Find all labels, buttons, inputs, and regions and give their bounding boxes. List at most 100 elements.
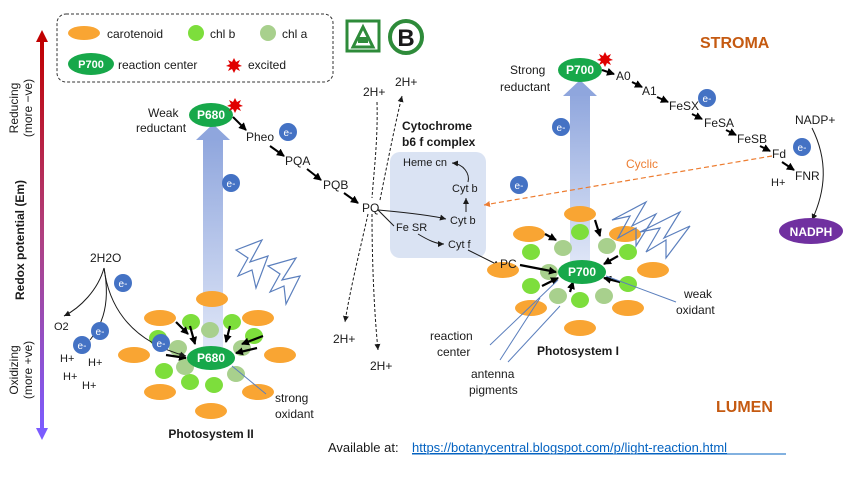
chl-a xyxy=(201,322,219,338)
chl-a xyxy=(598,238,616,254)
carotenoid xyxy=(564,320,596,336)
chl-b xyxy=(571,292,589,308)
redox-oxidizing-sub: (more +ve) xyxy=(21,341,35,399)
redox-axis-bar xyxy=(40,40,44,430)
ps1-weak-oxidant-2: oxidant xyxy=(676,303,715,317)
carotenoid xyxy=(144,384,176,400)
ps1-excitation-arrow-icon xyxy=(563,80,597,96)
legend-excited-star-icon xyxy=(226,58,242,73)
electron-icon: e- xyxy=(552,118,570,136)
electron-icon: e- xyxy=(279,123,297,141)
electron-icon: e- xyxy=(114,274,132,292)
ps2-weak-reductant-2: reductant xyxy=(136,121,187,135)
ps2-energy-transfer-arrows xyxy=(165,321,264,361)
stroma-label: STROMA xyxy=(700,35,770,52)
ps2-water-label: 2H2O xyxy=(90,251,121,265)
nadp-reduction-path xyxy=(811,127,824,221)
pc-label: PC xyxy=(500,257,517,271)
carotenoid xyxy=(637,262,669,278)
ps1-antenna-pointer xyxy=(507,305,561,363)
redox-reducing-label: Reducing xyxy=(7,83,21,134)
fesx-label: FeSX xyxy=(669,99,699,113)
fesb-label: FeSB xyxy=(737,132,767,146)
pqa-label: PQA xyxy=(285,154,310,168)
ps1-top-rc-label: P700 xyxy=(566,63,594,77)
redox-axis-arrow-up-icon xyxy=(36,30,48,42)
cyt-b-bottom-label: Cyt b xyxy=(450,215,476,227)
carotenoid xyxy=(487,262,519,278)
cytochrome-b6f-complex: Cytochrome b6 f complex Heme cn Cyt b Cy… xyxy=(377,119,501,267)
ps1-antenna-label-2: pigments xyxy=(469,383,518,397)
legend: carotenoid chl b chl a P700 reaction cen… xyxy=(56,13,334,83)
ps2-strong-oxidant-pointer xyxy=(231,365,267,395)
chl-b xyxy=(181,374,199,390)
electron-icon: e- xyxy=(698,89,716,107)
legend-p700-text: P700 xyxy=(78,59,104,71)
carotenoid xyxy=(564,206,596,222)
svg-text:e-: e- xyxy=(515,181,524,192)
legend-chl-a-swatch xyxy=(260,25,276,41)
chl-b xyxy=(205,377,223,393)
ps1-excited-star-icon xyxy=(597,52,613,67)
nadph-label: NADPH xyxy=(790,225,833,239)
electron-transport-chain: Pheo PQA PQB PQ 2H+ 2H+ 2H+ 2H+ xyxy=(232,75,417,373)
heme-label: Heme cn xyxy=(403,157,447,169)
redox-potential-label: Redox potential (Em) xyxy=(13,180,27,300)
chl-a xyxy=(595,288,613,304)
ps1-reaction-center-p700 xyxy=(558,260,606,284)
ps1-light-bolt-icon xyxy=(611,200,658,249)
ps1-energy-transfer-arrows xyxy=(541,219,621,293)
pq-label: PQ xyxy=(362,201,379,215)
svg-text:e-: e- xyxy=(227,179,236,190)
h-path xyxy=(371,101,378,199)
legend-reaction-center-label: reaction center xyxy=(118,58,197,72)
electrons: e- e- e- e- e- e- e- e- e- e- xyxy=(73,89,811,354)
svg-text:e-: e- xyxy=(703,94,712,105)
legend-chl-b-label: chl b xyxy=(210,27,236,41)
ps1-h-label: H+ xyxy=(771,177,785,189)
ps1-weak-oxidant-1: weak xyxy=(683,287,713,301)
h-bot-1: 2H+ xyxy=(333,332,355,346)
carotenoid xyxy=(144,310,176,326)
footer-url-link[interactable]: https://botanycentral.blogspot.com/p/lig… xyxy=(412,440,727,455)
ps2-proton-path xyxy=(89,267,107,341)
ps1-rc-label: P700 xyxy=(568,265,596,279)
fd-label: Fd xyxy=(772,147,786,161)
ps2-rc-label: P680 xyxy=(197,351,225,365)
carotenoid xyxy=(612,300,644,316)
ps2-top-rc-label: P680 xyxy=(197,108,225,122)
chl-a xyxy=(549,288,567,304)
ps2-light-bolt-icon xyxy=(234,238,270,291)
legend-carotenoid-swatch xyxy=(68,26,100,40)
svg-text:B: B xyxy=(397,25,414,52)
ps1-reaction-center-label-2: center xyxy=(437,345,470,359)
legend-chl-b-swatch xyxy=(188,25,204,41)
ps2-h-4: H+ xyxy=(82,380,96,392)
cyt-f-label: Cyt f xyxy=(448,239,472,251)
carotenoid xyxy=(195,403,227,419)
lumen-label: LUMEN xyxy=(716,399,773,416)
carotenoid xyxy=(513,226,545,242)
carotenoid xyxy=(242,310,274,326)
ps2-weak-reductant-1: Weak xyxy=(148,106,179,120)
fnr-label: FNR xyxy=(795,169,820,183)
h-top-2: 2H+ xyxy=(395,75,417,89)
svg-text:e-: e- xyxy=(119,279,128,290)
carotenoid xyxy=(196,291,228,307)
carotenoid xyxy=(515,300,547,316)
ps1-strong-reductant-1: Strong xyxy=(510,63,545,77)
electron-icon: e- xyxy=(793,138,811,156)
cyt-b-top-label: Cyt b xyxy=(452,183,478,195)
ps1-title: Photosystem I xyxy=(537,344,619,358)
psi-acceptor-chain: A0 A1 FeSX FeSA FeSB Fd FNR H+ NADP+ NAD… xyxy=(483,67,843,244)
chl-b xyxy=(182,314,200,330)
chl-b xyxy=(619,244,637,260)
svg-text:e-: e- xyxy=(78,341,87,352)
pqb-label: PQB xyxy=(323,178,348,192)
svg-text:e-: e- xyxy=(284,128,293,139)
a0-label: A0 xyxy=(616,69,631,83)
ps1-light-bolt-icon xyxy=(639,210,691,260)
a1-label: A1 xyxy=(642,84,657,98)
h-top-1: 2H+ xyxy=(363,85,385,99)
